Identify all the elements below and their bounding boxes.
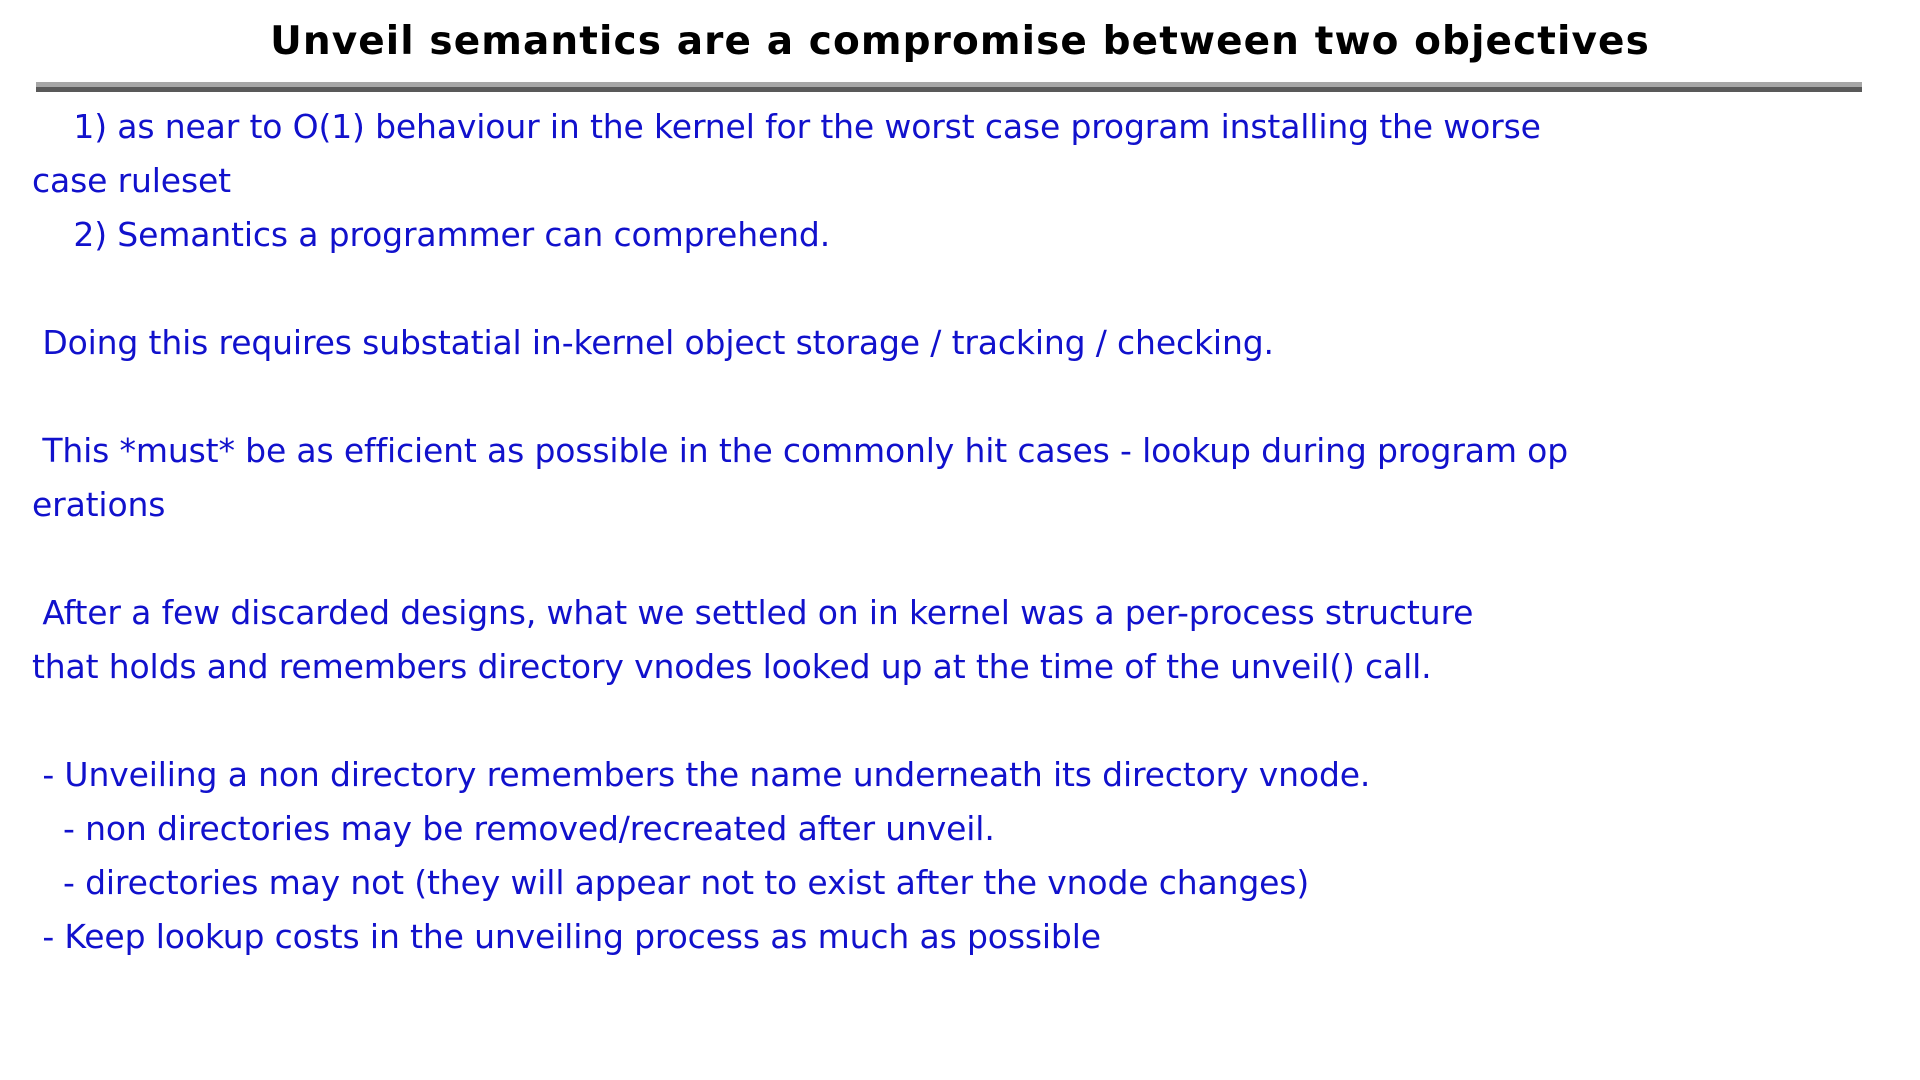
body-line [32,694,1902,748]
body-line [32,262,1902,316]
body-line: 2) Semantics a programmer can comprehend… [32,215,831,254]
body-line: case ruleset [32,161,231,200]
body-line: Doing this requires substatial in-kernel… [32,323,1274,362]
body-line: After a few discarded designs, what we s… [32,593,1474,632]
body-line: - Keep lookup costs in the unveiling pro… [32,917,1101,956]
body-line: 1) as near to O(1) behaviour in the kern… [32,107,1541,146]
divider-bottom-band [36,87,1862,92]
divider-top-band [36,82,1862,87]
page-title: Unveil semantics are a compromise betwee… [270,19,1650,64]
slide-body: 1) as near to O(1) behaviour in the kern… [32,100,1902,964]
title-divider-rule [36,82,1862,92]
body-line: erations [32,485,166,524]
body-line [32,532,1902,586]
body-line: - non directories may be removed/recreat… [32,809,995,848]
body-line: - directories may not (they will appear … [32,863,1310,902]
body-line: - Unveiling a non directory remembers th… [32,755,1371,794]
body-line [32,370,1902,424]
body-line: that holds and remembers directory vnode… [32,647,1432,686]
body-line: This *must* be as efficient as possible … [32,431,1568,470]
